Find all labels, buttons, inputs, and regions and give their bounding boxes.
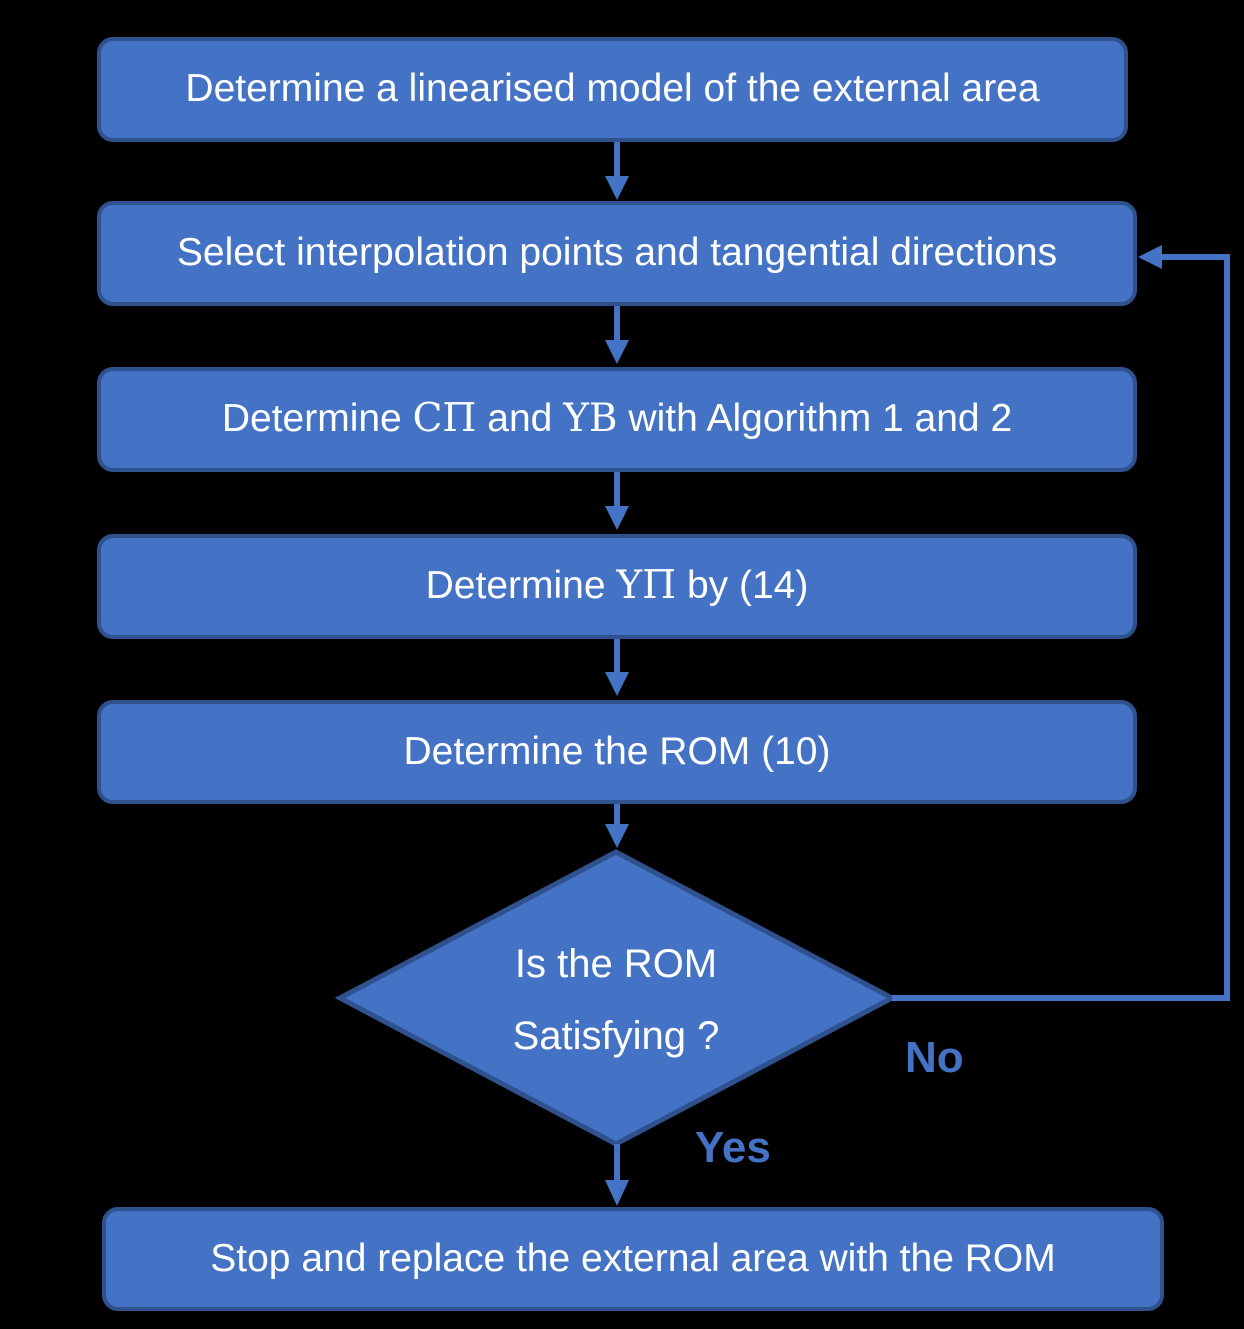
arrowhead-step2-step3 bbox=[605, 340, 629, 364]
node-step3-symbol-1: CΠ bbox=[412, 396, 477, 442]
node-step3-text-3: with Algorithm 1 and 2 bbox=[617, 397, 1013, 441]
edge-label-no: No bbox=[905, 1033, 964, 1082]
node-step2: Select interpolation points and tangenti… bbox=[97, 201, 1137, 306]
arrowhead-no-feedback bbox=[1138, 245, 1162, 269]
arrowhead-step4-step5 bbox=[605, 672, 629, 696]
decision-label: Is the ROM Satisfying ? bbox=[396, 925, 836, 1075]
node-step3-label: Determine CΠ and ΥB with Algorithm 1 and… bbox=[221, 396, 1013, 442]
node-step4-symbol-1: ΥΠ bbox=[616, 563, 677, 609]
edge-label-yes: Yes bbox=[695, 1123, 771, 1172]
node-step3: Determine CΠ and ΥB with Algorithm 1 and… bbox=[97, 367, 1137, 472]
node-step1: Determine a linearised model of the exte… bbox=[97, 37, 1128, 142]
arrowhead-decision-final bbox=[605, 1180, 629, 1206]
decision-label-line1: Is the ROM bbox=[514, 942, 718, 986]
arrowhead-step5-decision bbox=[605, 824, 629, 848]
node-step4: Determine ΥΠ by (14) bbox=[97, 534, 1137, 639]
decision-label-line2: Satisfying ? bbox=[512, 1014, 720, 1058]
arrowhead-step1-step2 bbox=[605, 176, 629, 200]
node-step5-label: Determine the ROM (10) bbox=[403, 729, 831, 773]
node-step4-text-1: Determine bbox=[425, 564, 617, 608]
node-step4-label: Determine ΥΠ by (14) bbox=[425, 563, 809, 609]
node-final-label: Stop and replace the external area with … bbox=[210, 1236, 1056, 1280]
node-step5: Determine the ROM (10) bbox=[97, 700, 1137, 804]
node-step3-text-1: Determine bbox=[221, 397, 413, 441]
node-step4-text-2: by (14) bbox=[676, 564, 809, 608]
edge-no-feedback bbox=[892, 254, 1230, 1001]
node-step3-symbol-2: ΥB bbox=[563, 396, 618, 442]
node-step2-label: Select interpolation points and tangenti… bbox=[176, 231, 1058, 275]
arrowhead-step3-step4 bbox=[605, 506, 629, 530]
node-final: Stop and replace the external area with … bbox=[102, 1207, 1164, 1311]
node-step1-label: Determine a linearised model of the exte… bbox=[185, 67, 1040, 111]
node-step3-text-2: and bbox=[476, 397, 564, 441]
